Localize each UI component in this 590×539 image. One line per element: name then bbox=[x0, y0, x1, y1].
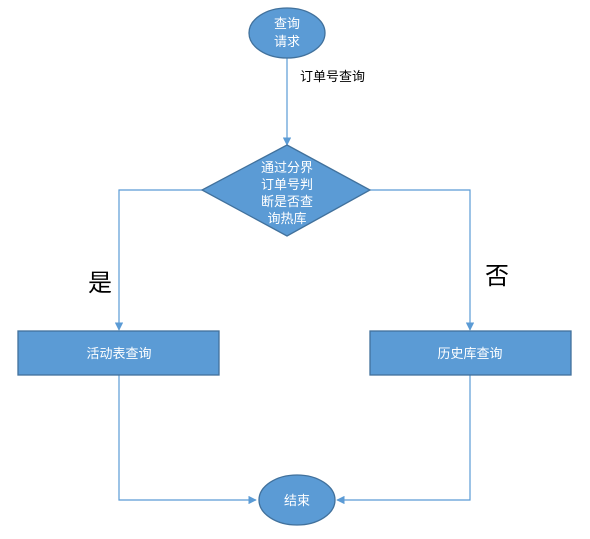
branch-label-no: 否 bbox=[485, 262, 509, 290]
edge-history-query-to-end bbox=[336, 375, 471, 505]
edge-decision-to-history-query bbox=[370, 189, 475, 331]
branch-label-yes: 是 bbox=[88, 269, 112, 297]
end-node: 结束 bbox=[258, 474, 336, 526]
edge-active-query-to-end bbox=[118, 375, 257, 505]
history-db-query-label: 历史库查询 bbox=[437, 346, 502, 362]
decision-node-line-4: 询热库 bbox=[267, 211, 306, 227]
start-node-line-2: 请求 bbox=[274, 35, 300, 50]
edge-label-order-number-query: 订单号查询 bbox=[300, 70, 365, 85]
decision-node: 通过分界 订单号判 断是否查 询热库 bbox=[200, 144, 372, 237]
decision-node-line-1: 通过分界 bbox=[261, 161, 313, 176]
start-node-line-1: 查询 bbox=[274, 17, 300, 32]
edge-decision-to-active-query bbox=[114, 189, 202, 331]
end-node-label: 结束 bbox=[284, 494, 310, 509]
decision-node-line-3: 断是否查 bbox=[261, 195, 313, 210]
decision-node-line-2: 订单号判 bbox=[261, 178, 313, 193]
active-table-query-node: 活动表查询 bbox=[17, 330, 220, 376]
active-table-query-label: 活动表查询 bbox=[86, 347, 151, 362]
history-db-query-node: 历史库查询 bbox=[369, 330, 572, 376]
start-node: 查询 请求 bbox=[248, 7, 326, 59]
